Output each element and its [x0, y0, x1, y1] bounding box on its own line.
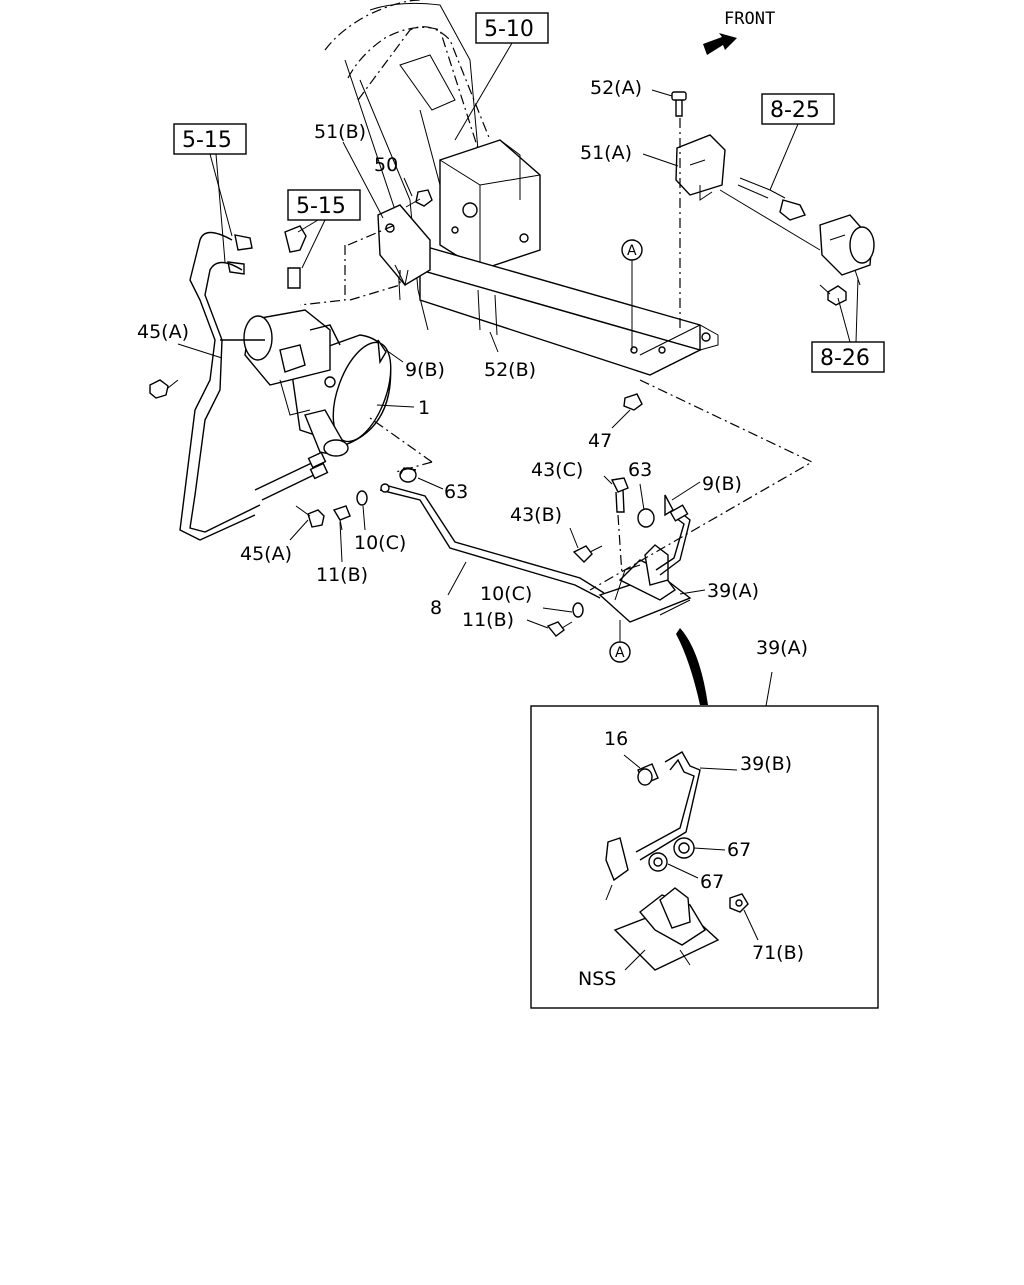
- leader-dash: [369, 417, 433, 463]
- solenoid-valve: [819, 214, 875, 286]
- callout-67-top: 67: [727, 839, 751, 861]
- ref-8-25: 8-25: [770, 98, 820, 123]
- detail-arrow-icon: [676, 628, 708, 705]
- detail-box: [530, 705, 879, 1009]
- callout-45a-bottom: 45(A): [240, 543, 292, 565]
- detail-bush-67-top: [673, 837, 695, 859]
- bolt-8-26: [819, 284, 847, 306]
- ref-5-10: 5-10: [484, 17, 534, 42]
- detail-base-bracket: [613, 887, 720, 971]
- callout-45a-top: 45(A): [137, 321, 189, 343]
- detail-rod-39b: [605, 751, 701, 901]
- callout-11b-right: 11(B): [462, 609, 514, 631]
- leader-dash: [617, 514, 623, 576]
- leader-dash: [395, 461, 433, 473]
- pipe-rod-right: [655, 504, 691, 576]
- callout-nss: NSS: [578, 968, 616, 990]
- callout-10c-left: 10(C): [354, 532, 406, 554]
- bolt-45a-bottom: [295, 505, 325, 528]
- leader-dash: [589, 379, 814, 591]
- bush-63-right: [637, 508, 655, 528]
- clip-9b-left: [377, 339, 387, 365]
- assembly-39a: [598, 544, 692, 623]
- callout-11b-left: 11(B): [316, 564, 368, 586]
- bolt-45a-top: [149, 379, 179, 399]
- callout-43c: 43(C): [531, 459, 583, 481]
- main-unit-1: [243, 309, 392, 457]
- washer-10c-right: [572, 602, 584, 618]
- ref-box-8-26: [811, 341, 885, 373]
- callout-51a: 51(A): [580, 142, 632, 164]
- callout-63-left: 63: [444, 481, 468, 503]
- nut-47: [623, 393, 643, 411]
- coolant-pipes: [179, 231, 265, 541]
- callout-52a: 52(A): [590, 77, 642, 99]
- callout-16: 16: [604, 728, 628, 750]
- bracket-51a: [675, 134, 726, 201]
- callout-52b: 52(B): [484, 359, 536, 381]
- front-label: FRONT: [724, 9, 775, 29]
- bolt-11b-right: [546, 621, 573, 637]
- bolt-11b-left: [332, 505, 351, 531]
- callout-63-right: 63: [628, 459, 652, 481]
- callout-9b-left: 9(B): [405, 359, 445, 381]
- bush-63-left: [399, 467, 417, 483]
- washer-10c-left: [356, 490, 368, 506]
- bolt-50: [405, 189, 433, 208]
- callout-43b: 43(B): [510, 504, 562, 526]
- ref-8-26: 8-26: [820, 346, 870, 371]
- callout-8: 8: [430, 597, 442, 619]
- leader-dash: [299, 245, 346, 306]
- bracket-51b: [377, 204, 431, 287]
- callout-1: 1: [418, 397, 430, 419]
- callout-9b-right: 9(B): [702, 473, 742, 495]
- callout-39a-main: 39(A): [707, 580, 759, 602]
- long-bolts: [254, 451, 329, 501]
- connector-a-top-label: A: [627, 243, 637, 259]
- callout-47: 47: [588, 430, 612, 452]
- leader-dash: [347, 224, 396, 246]
- crossmember: [419, 244, 719, 376]
- rod-8: [379, 483, 605, 599]
- ref-5-15-mid: 5-15: [296, 194, 346, 219]
- detail-leaders: [623, 754, 759, 971]
- callout-39b: 39(B): [740, 753, 792, 775]
- bolt-43b: [572, 545, 603, 563]
- callout-51b: 51(B): [314, 121, 366, 143]
- fitting-tee: [284, 225, 307, 289]
- frame-bracket: [439, 139, 541, 271]
- detail-bush-67-bottom: [648, 852, 668, 872]
- callout-71b: 71(B): [752, 942, 804, 964]
- leader-lines: [177, 42, 859, 707]
- detail-nut-71b: [729, 893, 749, 913]
- bolt-43c: [610, 477, 629, 513]
- callout-10c-right: 10(C): [480, 583, 532, 605]
- callout-39a-detail: 39(A): [756, 637, 808, 659]
- ref-5-15-top: 5-15: [182, 128, 232, 153]
- detail-bush-16: [637, 763, 659, 786]
- front-arrow-icon: [703, 33, 737, 55]
- connector-a-bottom-label: A: [615, 645, 625, 661]
- bolt-52a: [671, 91, 687, 117]
- leader-dash: [349, 270, 401, 301]
- clip-9b-right: [664, 494, 674, 517]
- ref-box-5-15-mid: [287, 189, 361, 221]
- callout-67-bottom: 67: [700, 871, 724, 893]
- callout-50: 50: [374, 154, 398, 176]
